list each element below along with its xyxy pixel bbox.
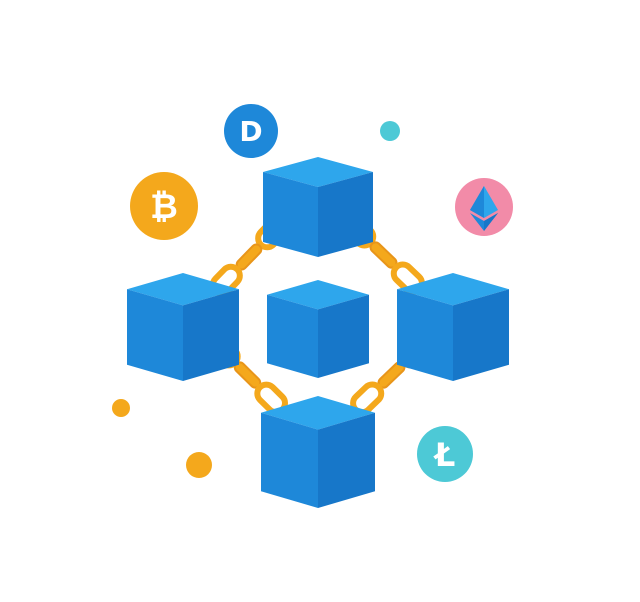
bitcoin-circle <box>130 172 198 240</box>
decorative-dot-teal <box>380 121 400 141</box>
cube-top-face <box>397 273 509 306</box>
cube-left-face <box>261 412 318 508</box>
dogecoin-circle <box>224 104 278 158</box>
cube-top-face <box>267 280 369 310</box>
cube-top-face <box>261 396 375 430</box>
cube-bottom <box>261 396 375 508</box>
cube-left-face <box>263 172 318 257</box>
litecoin-coin: Ł <box>417 426 473 482</box>
bitcoin-icon: ₿ <box>150 187 178 227</box>
bitcoin-coin: ₿ <box>130 172 198 240</box>
ethereum-coin <box>455 178 513 236</box>
decorative-dot-orange-small <box>112 399 130 417</box>
cube-top-face <box>127 273 239 306</box>
cube-left <box>127 273 239 381</box>
decorative-dot-orange-large <box>186 452 212 478</box>
cube-right-face <box>318 172 373 257</box>
cube-right <box>397 273 509 381</box>
cube-left-face <box>397 289 453 381</box>
dogecoin-coin: D <box>224 104 278 158</box>
cube-left-face <box>267 294 318 378</box>
litecoin-icon: Ł <box>433 436 456 474</box>
cube-right-face <box>318 412 375 508</box>
dogecoin-icon: D <box>239 115 262 148</box>
cube-right-face <box>453 289 509 381</box>
cube-center <box>267 280 369 378</box>
cube-left-face <box>127 289 183 381</box>
cube-top <box>263 157 373 257</box>
cube-right-face <box>183 289 239 381</box>
ethereum-icon <box>470 186 498 231</box>
cube-right-face <box>318 294 369 378</box>
litecoin-circle <box>417 426 473 482</box>
